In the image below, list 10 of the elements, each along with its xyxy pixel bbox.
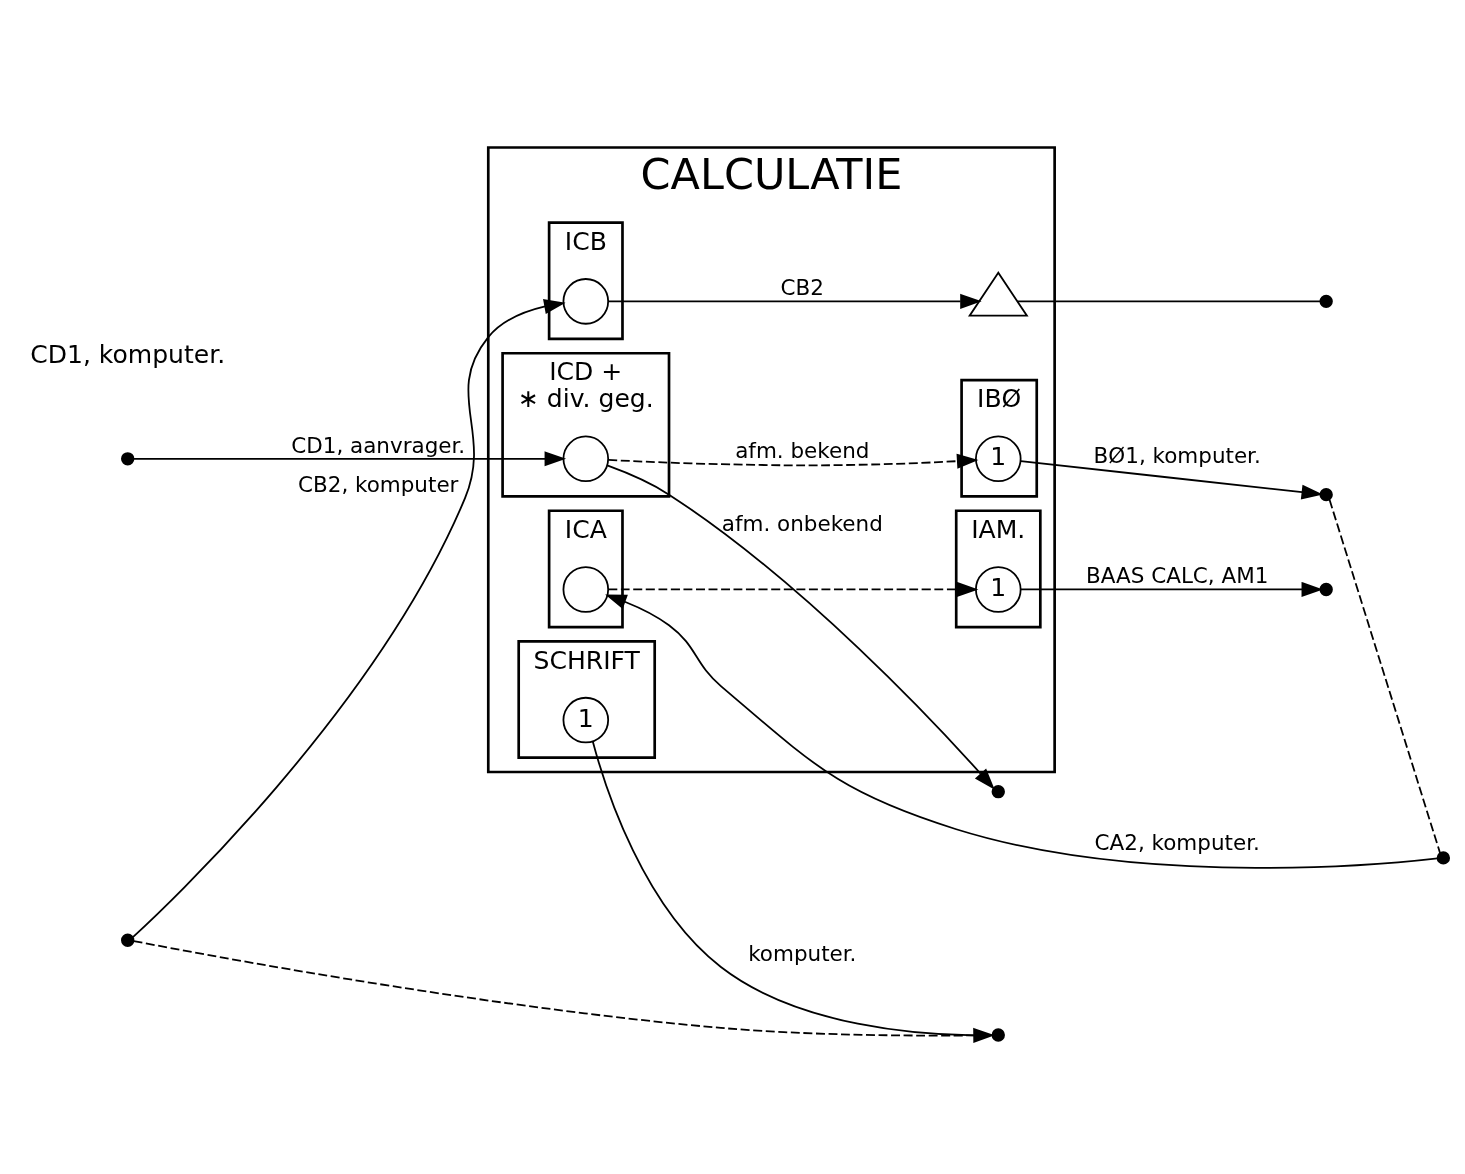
edge-label: CD1, aanvrager. [291,432,466,458]
edge-label: afm. onbekend [721,511,883,537]
edge-label: CB2, komputer [298,472,459,498]
edge-label: BØ1, komputer. [1093,443,1261,469]
edge-label: BAAS CALC, AM1 [1086,563,1269,589]
edge-label: komputer. [748,940,857,966]
edge-label: afm. bekend [735,438,870,464]
label: CD1, komputer. [30,340,226,370]
edge-label: CA2, komputer. [1094,830,1260,856]
edge-label: CB2 [780,275,825,301]
